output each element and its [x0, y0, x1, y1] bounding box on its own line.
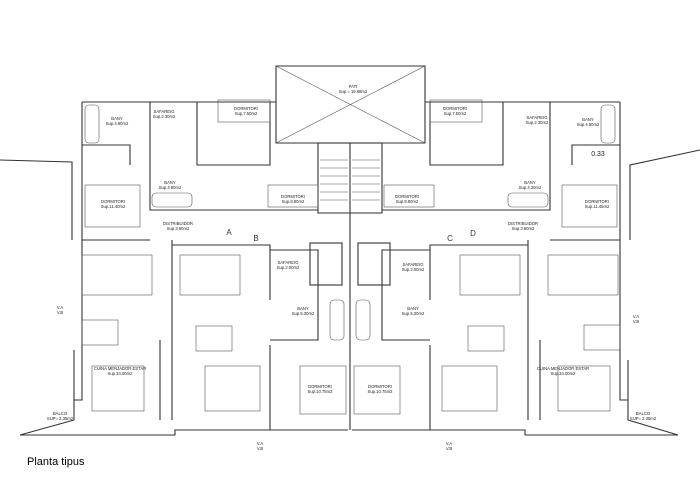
bed [217, 99, 271, 123]
kitchen-counter [459, 254, 521, 296]
dimension-note: 0.33 [591, 151, 605, 158]
bathtub [151, 192, 193, 208]
furniture [81, 99, 621, 415]
bathtub [355, 299, 371, 341]
bed [353, 365, 401, 415]
bathtub [507, 192, 549, 208]
door-letter: D [470, 229, 476, 238]
bed [561, 184, 618, 228]
door-letter: B [253, 234, 258, 243]
kitchen-counter [547, 254, 619, 296]
walls [0, 65, 700, 436]
bed [84, 184, 141, 228]
door-letter: A [226, 228, 232, 237]
table [81, 319, 119, 346]
table [195, 325, 233, 352]
living-area [204, 365, 261, 412]
stairs [320, 159, 380, 201]
living-area [557, 365, 611, 412]
kitchen-counter [179, 254, 241, 296]
bed [383, 184, 435, 208]
elevator-right [357, 242, 391, 286]
bathtub [329, 299, 345, 341]
bed [267, 184, 319, 208]
kitchen-counter [81, 254, 153, 296]
bathtub [84, 104, 100, 144]
bed [299, 365, 347, 415]
door-letter: C [447, 234, 453, 243]
elevator-left [309, 242, 343, 286]
plan-title: Planta tipus [27, 456, 85, 468]
table [583, 324, 621, 351]
door-letters: A B C D [226, 228, 476, 243]
bed [429, 99, 483, 123]
living-area [441, 365, 498, 412]
table [467, 325, 505, 352]
bathtub [600, 104, 616, 144]
living-area [91, 365, 145, 412]
